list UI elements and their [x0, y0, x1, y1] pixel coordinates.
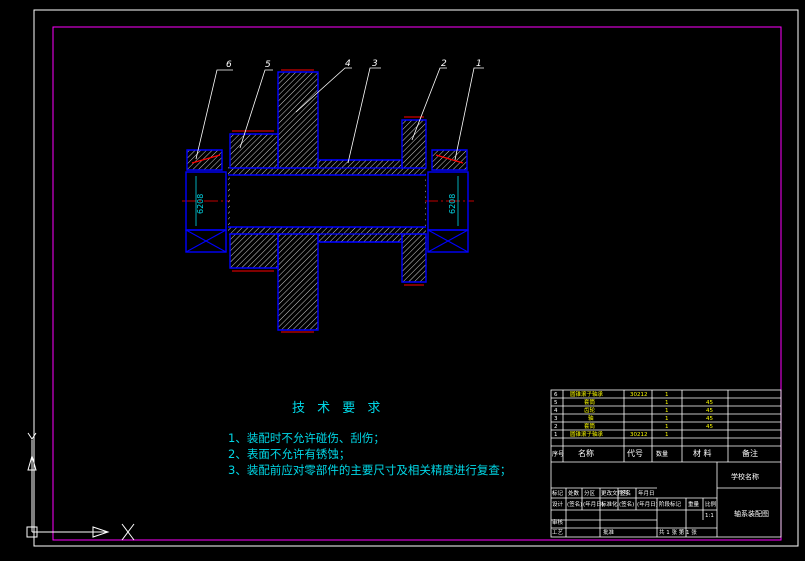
- svg-text:名称: 名称: [578, 448, 594, 458]
- svg-text:阶段标记: 阶段标记: [659, 500, 682, 508]
- bom-row: 2 套筒 1 45: [554, 422, 713, 430]
- bom-row: 5 套筒 1 45: [554, 398, 713, 406]
- outer-frame: [33, 9, 799, 547]
- svg-text:套筒: 套筒: [584, 422, 596, 430]
- svg-text:圆锥滚子轴承: 圆锥滚子轴承: [570, 390, 604, 398]
- assembly-top-half: [229, 69, 427, 169]
- svg-text:年月日: 年月日: [638, 489, 655, 497]
- svg-text:1: 1: [665, 416, 669, 422]
- bom-table: 6 圆锥滚子轴承 30212 1 5 套筒 1 45 4 齿轮 1 45 3 轴…: [552, 390, 758, 458]
- school-name: 学校名称: [731, 472, 759, 481]
- ucs-icon: [26, 432, 135, 541]
- part-number-5: 5: [265, 60, 271, 70]
- svg-text:3: 3: [554, 416, 558, 422]
- bearing-label-left: 6208: [196, 194, 205, 214]
- part-number-3: 3: [372, 59, 378, 69]
- svg-text:30212: 30212: [630, 392, 648, 398]
- svg-text:标准化: 标准化: [601, 500, 618, 508]
- svg-text:1: 1: [554, 432, 558, 438]
- svg-text:(签名): (签名): [619, 500, 634, 508]
- bom-row: 3 轴 1 45: [554, 414, 713, 422]
- svg-text:重量: 重量: [688, 500, 700, 508]
- svg-text:齿轮: 齿轮: [584, 406, 596, 414]
- tech-requirement-item: 3、装配前应对零部件的主要尺寸及相关精度进行复查；: [228, 463, 512, 477]
- bom-row: 1 圆锥滚子轴承 30212 1: [554, 430, 669, 438]
- bearing-label-right: 6208: [448, 194, 457, 214]
- svg-text:设计: 设计: [552, 500, 564, 508]
- part-number-labels: 6 5 4 3 2 1: [226, 59, 482, 70]
- assembly-bottom-half: [229, 233, 427, 333]
- bearing-left-part-6: [185, 149, 227, 253]
- svg-text:2: 2: [554, 424, 558, 430]
- svg-text:1: 1: [665, 392, 669, 398]
- svg-text:(签名): (签名): [567, 500, 582, 508]
- svg-text:更改文件号: 更改文件号: [601, 489, 629, 497]
- tech-requirements-title: 技 术 要 求: [292, 401, 385, 416]
- svg-text:共 1 张 第 1 张: 共 1 张 第 1 张: [659, 528, 697, 536]
- bom-row: 4 齿轮 1 45: [554, 406, 713, 414]
- svg-text:标记: 标记: [552, 489, 564, 497]
- svg-text:代号: 代号: [627, 448, 643, 458]
- svg-text:审核: 审核: [552, 518, 564, 526]
- svg-text:序号: 序号: [552, 450, 564, 458]
- title-block: [550, 389, 782, 538]
- svg-text:45: 45: [706, 424, 713, 430]
- svg-text:分区: 分区: [584, 489, 596, 497]
- svg-text:(年月日): (年月日): [637, 500, 658, 508]
- svg-text:1:1: 1:1: [705, 513, 714, 519]
- svg-text:5: 5: [554, 400, 558, 406]
- svg-text:备注: 备注: [742, 448, 758, 458]
- svg-text:30212: 30212: [630, 432, 648, 438]
- svg-text:比例: 比例: [705, 500, 717, 508]
- svg-text:45: 45: [706, 400, 713, 406]
- tech-requirement-item: 1、装配时不允许碰伤、刮伤；: [228, 431, 385, 445]
- bom-header: 序号 名称 代号 数量 材 料 备注: [552, 448, 758, 458]
- leader-lines: [195, 67, 484, 164]
- drawing-name: 轴系装配图: [734, 509, 769, 518]
- svg-text:批准: 批准: [603, 528, 615, 536]
- svg-text:4: 4: [554, 408, 558, 414]
- svg-text:处数: 处数: [568, 489, 580, 497]
- bearing-right-part-1: [427, 149, 469, 253]
- part-number-4: 4: [345, 59, 351, 69]
- svg-text:1: 1: [665, 408, 669, 414]
- svg-text:1: 1: [665, 432, 669, 438]
- svg-text:套筒: 套筒: [584, 398, 596, 406]
- part-number-1: 1: [476, 59, 482, 69]
- tech-requirement-item: 2、表面不允许有锈蚀；: [228, 447, 351, 461]
- svg-text:数量: 数量: [656, 450, 668, 458]
- part-number-2: 2: [441, 59, 447, 69]
- svg-text:1: 1: [665, 424, 669, 430]
- svg-text:工艺: 工艺: [552, 529, 564, 536]
- shaft-part-3: [228, 159, 426, 243]
- svg-text:圆锥滚子轴承: 圆锥滚子轴承: [570, 430, 604, 438]
- title-block-text: 学校名称 轴系装配图 标记 处数 分区 更改文件号 签名 年月日 设计 (签名)…: [552, 472, 769, 536]
- svg-text:材 料: 材 料: [693, 448, 712, 458]
- svg-text:45: 45: [706, 408, 713, 414]
- svg-text:(年月日): (年月日): [583, 500, 604, 508]
- inner-frame: [52, 26, 782, 541]
- svg-text:签名: 签名: [620, 489, 631, 497]
- svg-text:6: 6: [554, 392, 558, 398]
- bom-row: 6 圆锥滚子轴承 30212 1: [554, 390, 669, 398]
- svg-text:1: 1: [665, 400, 669, 406]
- svg-text:轴: 轴: [588, 414, 594, 422]
- part-number-6: 6: [226, 60, 232, 70]
- svg-text:45: 45: [706, 416, 713, 422]
